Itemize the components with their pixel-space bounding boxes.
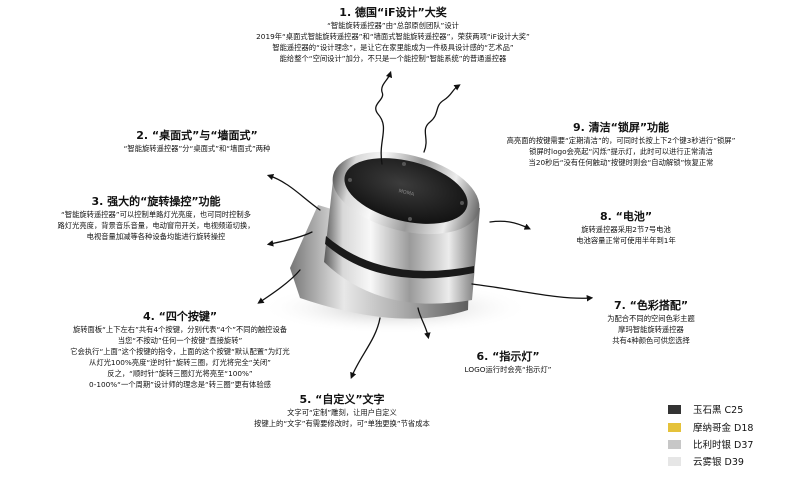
callout-line: 2019年“桌面式智能旋转遥控器”和“墙面式智能旋转遥控器”，荣获两项“iF设计…: [256, 32, 530, 41]
callout-line: 路灯光亮度，背景音乐音量，电动窗帘开关，电视频道切换，: [57, 221, 255, 230]
callout-line: 反之，“顺时针”旋转三圈灯光将亮至“100%”: [107, 369, 253, 378]
callout-line: 它会执行“上面”这个按键的指令，上面的这个按键“默认配置”为灯光: [70, 347, 290, 356]
color-legend-item: 比利时银 D37: [668, 438, 754, 451]
color-swatch: [668, 404, 681, 414]
callout-line: 按键上的“文字”有需要修改时，可“单独更换”节省成本: [254, 419, 430, 428]
arrow-to-led: [417, 307, 431, 340]
arrow-to-color: [471, 283, 594, 302]
callout-if-award: 1. 德国“iF设计”大奖 “智能旋转遥控器”由“总部原创团队”设计 2019年…: [225, 5, 561, 64]
callout-title: 6. “指示灯”: [476, 350, 540, 363]
key-top: [402, 162, 406, 166]
callout-title: 9. 清洁“锁屏”功能: [572, 121, 670, 134]
callout-line: 文字可“定制”雕刻，让用户自定义: [287, 408, 397, 417]
callout-line: 从灯光100%亮度“逆时针”旋转三圈，灯光将完全“关闭”: [89, 358, 271, 367]
callout-four-keys: 4. “四个按键” 旋转面板“上下左右”共有4个按键，分别代表“4个”不同的触控…: [20, 309, 340, 390]
device-face: [344, 158, 468, 224]
arrow-to-battery: [489, 220, 531, 230]
callout-line: 能给整个“空间设计”加分，不只是一个能控制“智能系统”的普通遥控器: [279, 54, 507, 63]
key-right: [460, 201, 464, 205]
callout-title: 2. “桌面式”与“墙面式”: [136, 129, 258, 142]
callout-line: 锁屏时logo会亮起“闪烁”提示灯，此时可以进行正常清洁: [529, 147, 713, 156]
callout-line: 旋转面板“上下左右”共有4个按键，分别代表“4个”不同的触控设备: [72, 325, 288, 334]
callout-line: 共有4种颜色可供您选择: [612, 336, 690, 345]
callout-line: LOGO运行时会亮“指示灯”: [464, 365, 552, 374]
device-band: [325, 236, 474, 279]
callout-line: “智能旋转遥控器”可以控制单路灯光亮度，也可同时控制多: [61, 210, 251, 219]
callout-line: “智能旋转遥控器”由“总部原创团队”设计: [327, 21, 459, 30]
callout-line: 旋转遥控器采用2节7号电池: [581, 225, 671, 234]
callout-title: 8. “电池”: [599, 210, 653, 223]
callout-lock-screen: 9. 清洁“锁屏”功能 高亮面的按键需要“定期清洁”的，可同时长按上下2个键3秒…: [471, 120, 771, 168]
arrow-to-text: [350, 317, 381, 380]
arrow-to-desk-wall: [266, 173, 321, 211]
callout-title: 4. “四个按键”: [142, 310, 218, 323]
color-swatch: [668, 456, 681, 466]
color-legend-item: 摩纳哥金 D18: [668, 421, 754, 434]
color-swatch: [668, 422, 681, 432]
callout-line: 当您“不按动”任何一个按键“直接旋转”: [117, 336, 243, 345]
callout-indicator: 6. “指示灯” LOGO运行时会亮“指示灯”: [425, 349, 591, 375]
color-legend-item: 玉石黑 C25: [668, 403, 744, 416]
callout-line: 0-100%“一个周期”设计师的理念是“转三圈”更有体验感: [89, 380, 271, 389]
callout-line: 电池容量正常可使用半年到1年: [576, 236, 676, 245]
callout-desk-wall: 2. “桌面式”与“墙面式” “智能旋转遥控器”分“桌面式”和“墙面式”两种: [87, 128, 307, 154]
callout-custom-text: 5. “自定义”文字 文字可“定制”雕刻，让用户自定义 按键上的“文字”有需要修…: [210, 392, 474, 429]
color-label: 云雾银 D39: [693, 457, 744, 468]
color-swatch: [668, 439, 681, 449]
color-legend-item: 云雾银 D39: [668, 455, 744, 468]
callout-line: 当20秒后“没有任何触动”按键时则会“自动解锁”恢复正常: [528, 158, 714, 167]
callout-title: 5. “自定义”文字: [299, 393, 385, 406]
brand-mark: MOMA: [398, 188, 416, 198]
callout-battery: 8. “电池” 旋转遥控器采用2节7号电池 电池容量正常可使用半年到1年: [540, 209, 712, 246]
callout-line: 摩玛智能旋转遥控器: [618, 325, 684, 334]
callout-color: 7. “色彩搭配” 为配合不同的空间色彩主题 摩玛智能旋转遥控器 共有4种颜色可…: [556, 298, 746, 346]
arrow-to-lock: [423, 84, 461, 153]
color-label: 比利时银 D37: [693, 440, 754, 451]
callout-line: 为配合不同的空间色彩主题: [607, 314, 695, 323]
callout-title: 3. 强大的“旋转操控”功能: [91, 195, 221, 208]
callout-title: 1. 德国“iF设计”大奖: [339, 6, 447, 19]
color-label: 摩纳哥金 D18: [693, 423, 754, 434]
arrow-to-rotate: [266, 231, 313, 247]
callout-line: “智能旋转遥控器”分“桌面式”和“墙面式”两种: [123, 144, 271, 153]
arrow-to-keys: [257, 269, 301, 304]
callout-line: 智能遥控器的“设计理念”，是让它在家里能成为一件极具设计感的“艺术品”: [272, 43, 514, 52]
callout-line: 电视音量加减等各种设备均能进行旋转操控: [86, 232, 226, 241]
color-label: 玉石黑 C25: [693, 405, 744, 416]
callout-line: 高亮面的按键需要“定期清洁”的，可同时长按上下2个键3秒进行“锁屏”: [506, 136, 736, 145]
callout-rotate-control: 3. 强大的“旋转操控”功能 “智能旋转遥控器”可以控制单路灯光亮度，也可同时控…: [30, 194, 282, 242]
callout-title: 7. “色彩搭配”: [613, 299, 689, 312]
key-bottom: [408, 217, 412, 221]
arrow-to-award: [375, 70, 393, 165]
key-left: [348, 178, 352, 182]
